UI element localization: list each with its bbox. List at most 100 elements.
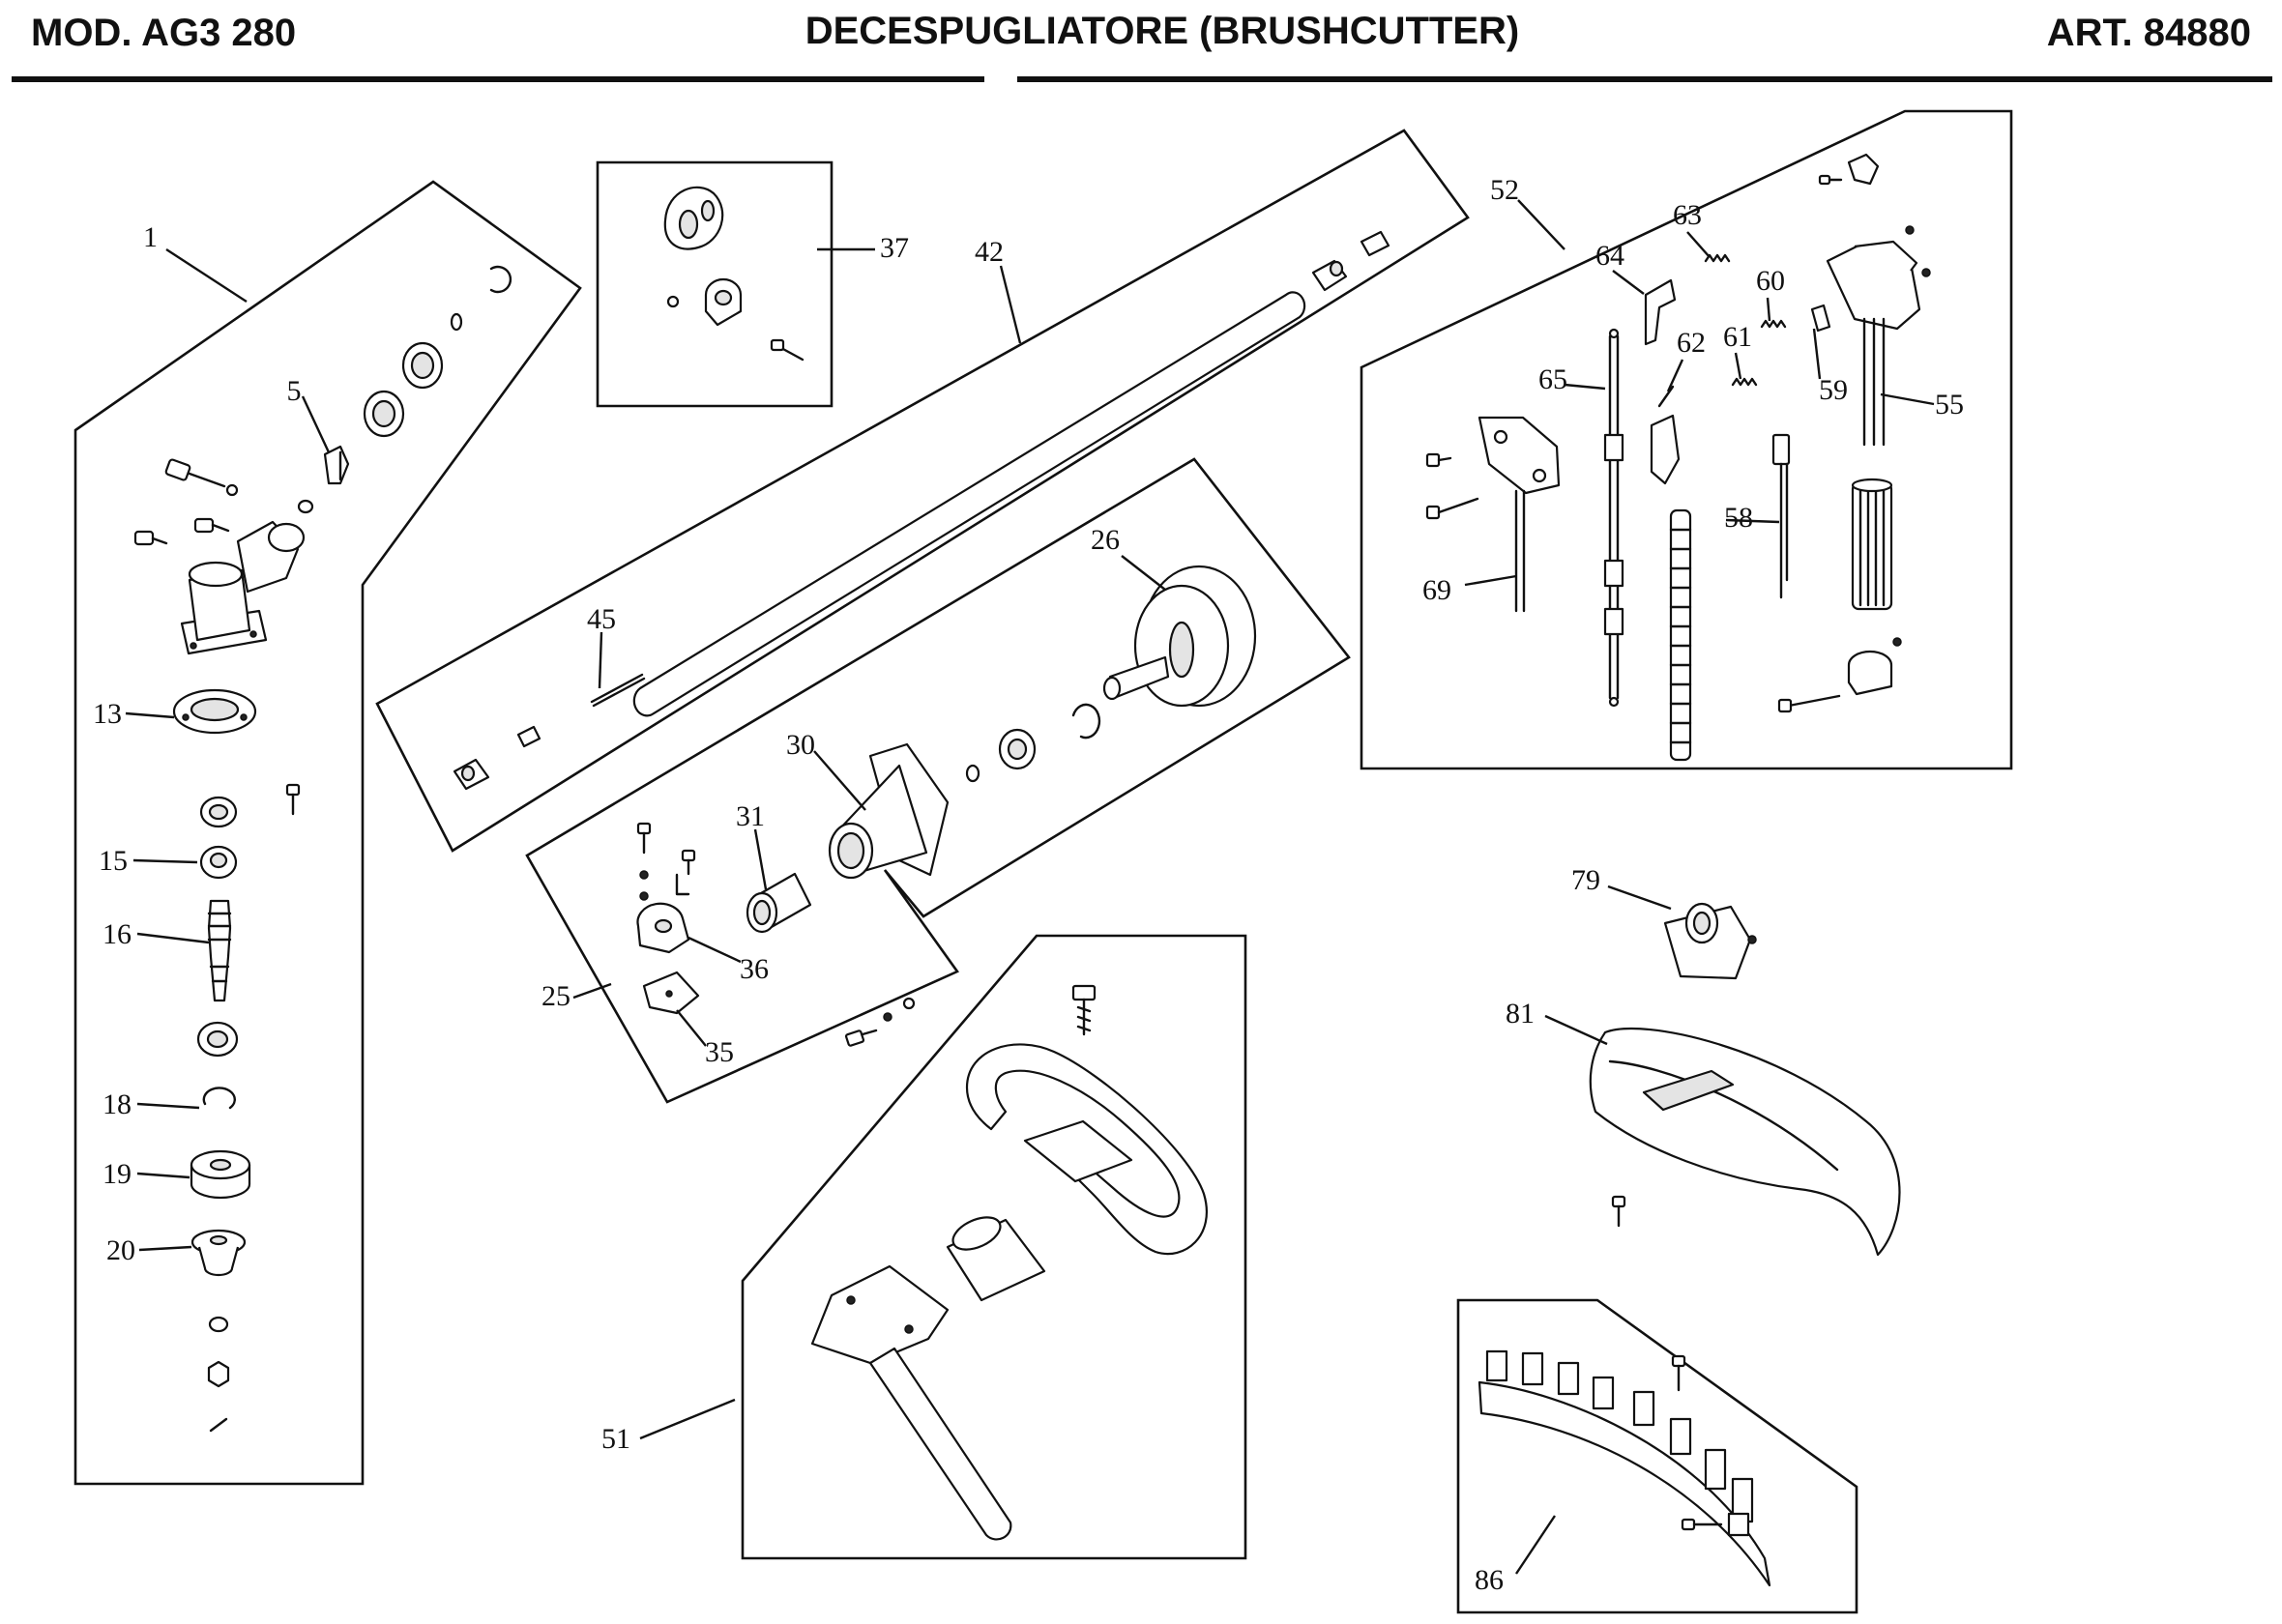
- callout-59: 59: [1819, 374, 1848, 406]
- drive-shaft-parts: [453, 230, 1390, 791]
- leader-60: [1766, 297, 1771, 322]
- clutch-parts: [636, 565, 1257, 1047]
- housing-screw-2: [681, 849, 696, 876]
- callout-18: 18: [102, 1088, 132, 1120]
- grip-sleeve: [1851, 478, 1893, 611]
- callout-20: 20: [106, 1234, 135, 1266]
- flexible-shaft: [590, 673, 644, 704]
- callout-51: 51: [601, 1423, 630, 1455]
- throttle-parts: [1425, 153, 1931, 762]
- callout-5: 5: [287, 375, 302, 407]
- leader-59: [1812, 328, 1822, 380]
- leader-16: [136, 932, 210, 944]
- bolt-short-1: [133, 530, 168, 546]
- callout-25: 25: [541, 980, 570, 1012]
- bearing-lower: [363, 390, 405, 438]
- clutch-drum: [1102, 565, 1257, 708]
- callout-69: 69: [1422, 574, 1451, 606]
- callout-63: 63: [1673, 199, 1702, 231]
- handlebar-parts: [810, 984, 1208, 1541]
- plate-screw-1: [1425, 452, 1452, 468]
- panel-throttle-handle: [1360, 109, 2013, 770]
- small-ring: [450, 312, 463, 332]
- leader-86: [1515, 1515, 1556, 1575]
- panel-clamp-detail: [596, 160, 834, 408]
- stop-switch: [1771, 433, 1791, 599]
- callout-61: 61: [1723, 321, 1752, 353]
- leader-81: [1544, 1014, 1608, 1046]
- handle-plate: [1477, 416, 1561, 613]
- diagram-title: DECESPUGLIATORE (BRUSHCUTTER): [805, 10, 1520, 52]
- leader-5: [301, 395, 331, 453]
- model-label: MOD. AG3 280: [31, 12, 296, 54]
- callout-42: 42: [975, 236, 1004, 268]
- guard-extension: [1477, 1349, 1771, 1587]
- leader-64: [1612, 270, 1645, 295]
- callout-15: 15: [99, 845, 128, 877]
- leader-79: [1607, 884, 1672, 911]
- leader-18: [136, 1102, 200, 1110]
- circlip-18: [202, 1087, 236, 1110]
- callout-60: 60: [1756, 265, 1785, 297]
- callout-36: 36: [740, 953, 769, 985]
- clutch-housing: [828, 742, 950, 880]
- panel-blade-guard-extension: [1456, 1298, 1858, 1614]
- article-label: ART. 84880: [2047, 12, 2251, 54]
- callout-86: 86: [1475, 1564, 1504, 1596]
- bushing-right-1: [1311, 259, 1348, 292]
- callout-65: 65: [1538, 363, 1567, 395]
- spring-61: [1731, 377, 1758, 387]
- spring-63: [1704, 253, 1731, 263]
- panel-clutch-assembly: [525, 457, 1351, 1104]
- shaft-sleeve: [746, 872, 812, 934]
- gear-housing: [180, 520, 306, 655]
- handlebar-tube: [946, 1216, 1046, 1302]
- bottom-clamp: [1777, 637, 1902, 713]
- clutch-bearing: [998, 728, 1037, 770]
- leader-61: [1734, 352, 1742, 380]
- tube-clamp-lower: [642, 971, 700, 1015]
- spring-60: [1760, 319, 1787, 329]
- callout-26: 26: [1091, 524, 1120, 556]
- callout-13: 13: [93, 698, 122, 730]
- guard-clamp: [1663, 902, 1757, 980]
- callout-64: 64: [1595, 240, 1624, 272]
- leader-13: [125, 711, 175, 719]
- clutch-circlip: [1071, 703, 1101, 740]
- split-pin: [209, 1417, 228, 1433]
- leader-15: [132, 858, 198, 864]
- panel-gear-head: [73, 180, 582, 1486]
- panel-handlebar: [741, 934, 1247, 1560]
- plate-screw-2: [1425, 497, 1479, 520]
- panel-outlines: [73, 109, 2013, 1614]
- leader-63: [1686, 231, 1711, 258]
- clutch-ring: [965, 764, 980, 783]
- callout-79: 79: [1571, 864, 1600, 896]
- callout-1: 1: [143, 221, 158, 253]
- small-screw: [285, 783, 301, 816]
- guard-flange: [172, 688, 257, 735]
- leader-20: [138, 1245, 192, 1252]
- circlip: [489, 265, 512, 294]
- callout-16: 16: [102, 918, 132, 950]
- top-clip: [1818, 153, 1880, 186]
- blade-nut: [207, 1360, 230, 1388]
- grip-rod: [1862, 317, 1886, 447]
- leader-58: [1725, 518, 1780, 524]
- leader-36: [688, 936, 742, 964]
- leader-26: [1121, 555, 1166, 591]
- corrugated-hose: [1669, 508, 1692, 762]
- callout-55: 55: [1935, 389, 1964, 420]
- callout-45: 45: [587, 603, 616, 635]
- callout-numbers: 1 5 13 15 16 18 19 20 25 26 30 31 35 36 …: [93, 174, 1964, 1596]
- gear-head-parts: [133, 265, 512, 1433]
- leader-69: [1464, 574, 1517, 587]
- spring-washer: [208, 1316, 229, 1333]
- leader-25: [572, 982, 612, 1000]
- callout-leaders: [125, 199, 1935, 1575]
- leader-42: [999, 265, 1022, 344]
- leader-55: [1880, 392, 1935, 406]
- bushing-left-2: [516, 725, 541, 748]
- upper-holder-19: [190, 1149, 251, 1200]
